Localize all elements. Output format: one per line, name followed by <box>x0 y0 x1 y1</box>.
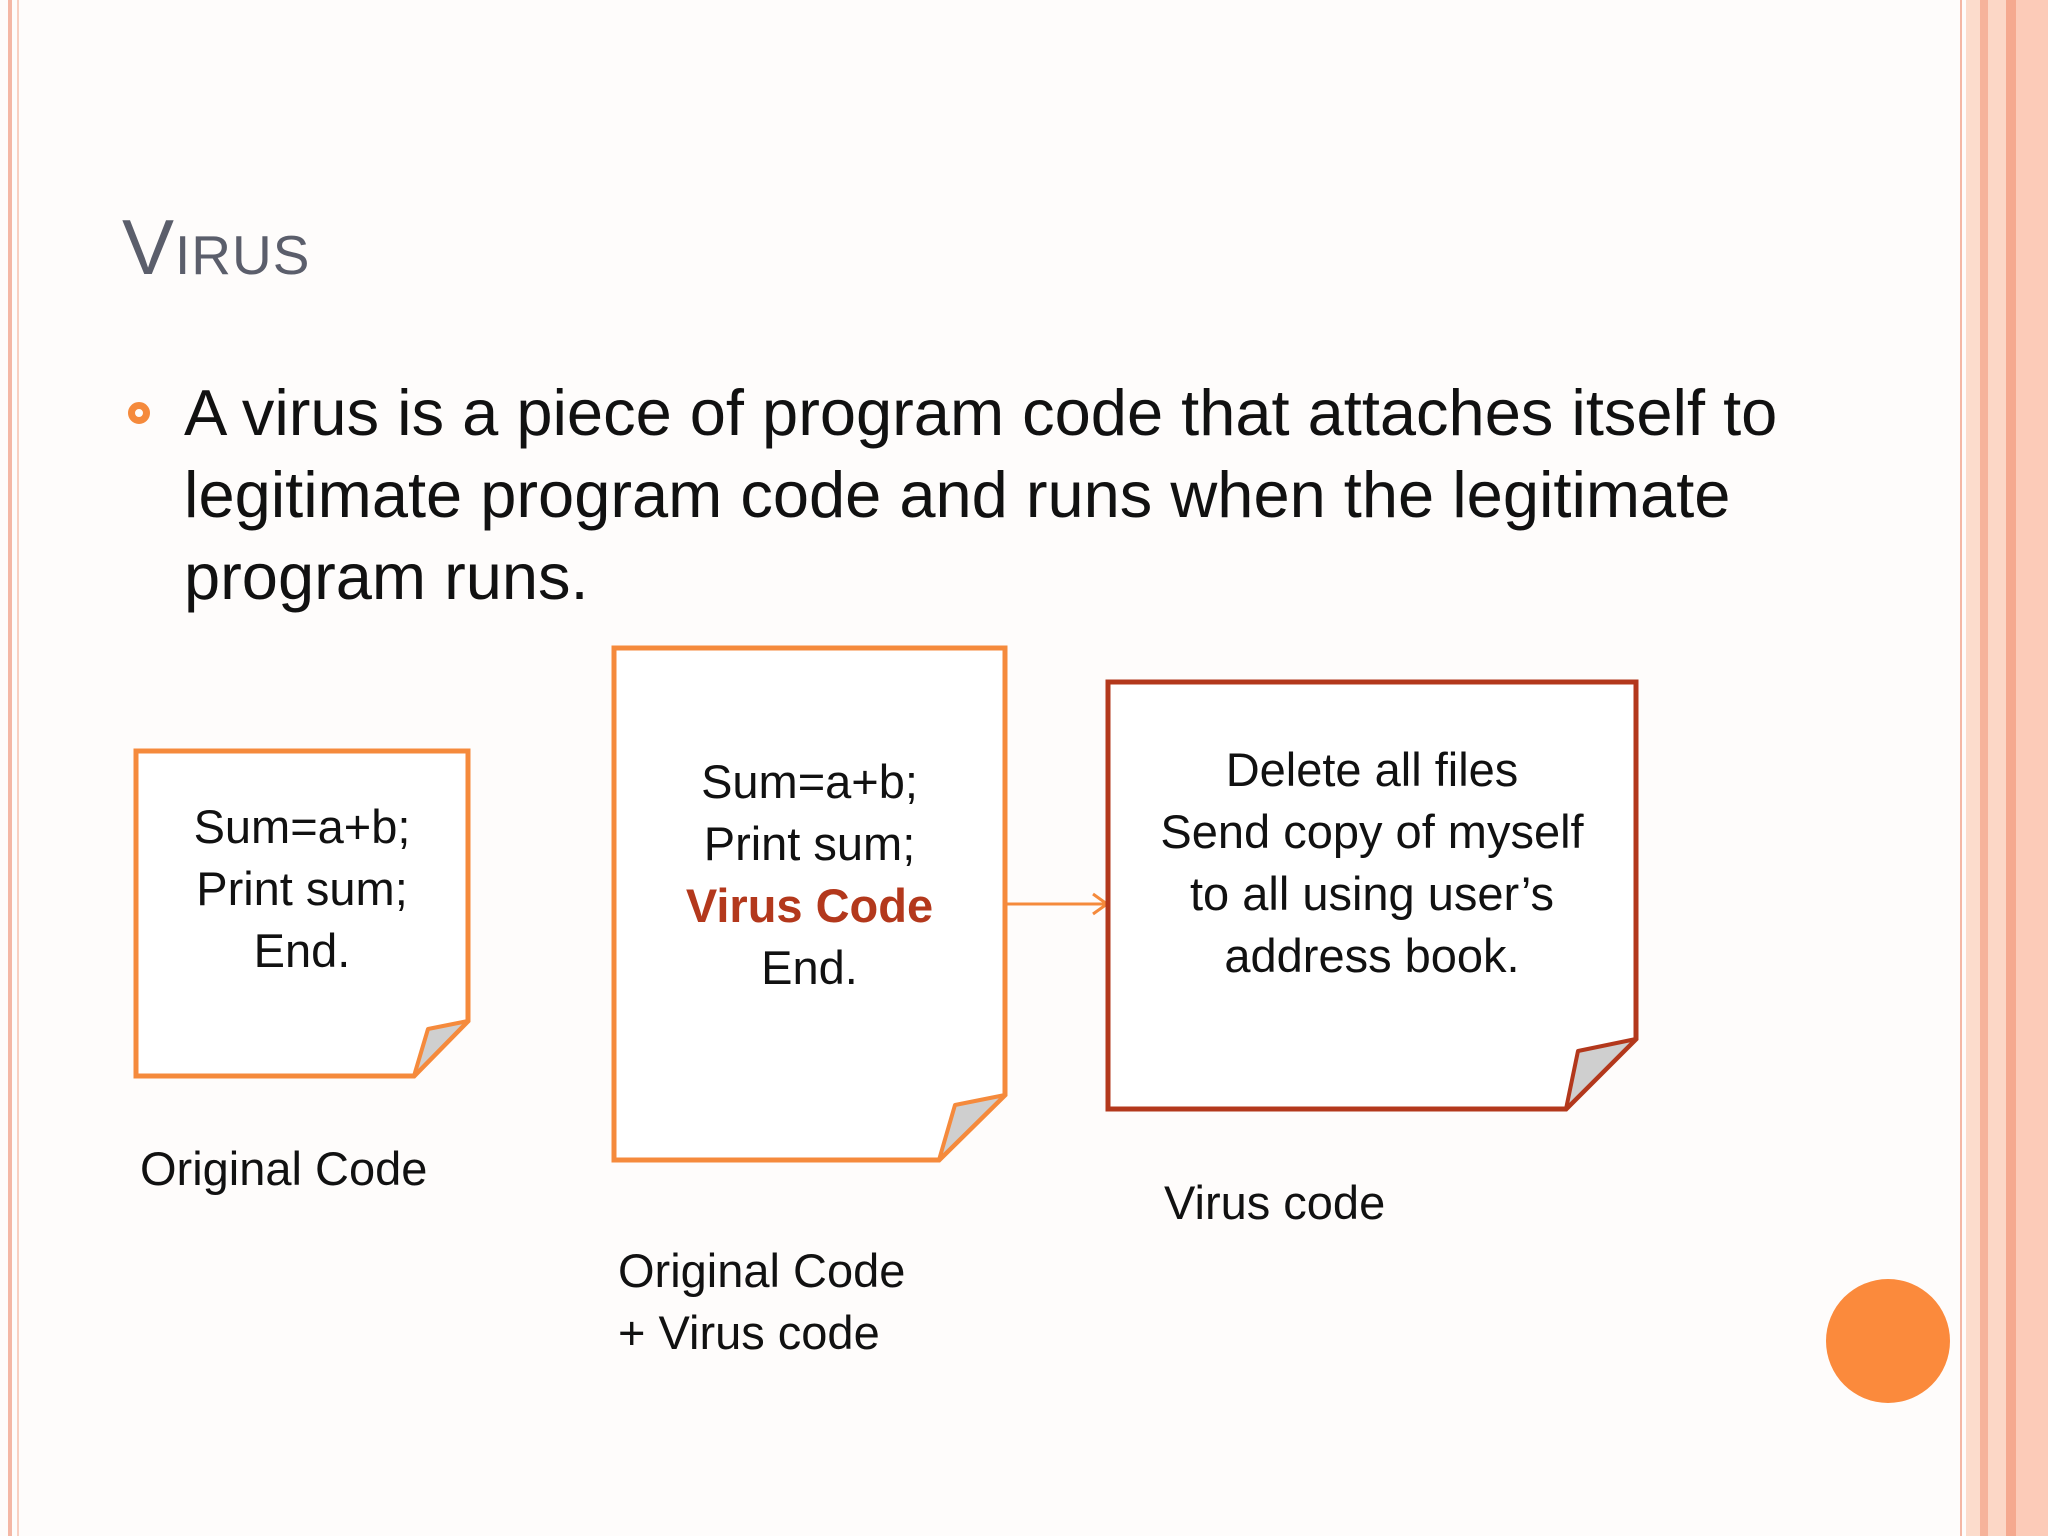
virus-payload-document <box>1105 679 1639 1112</box>
virus-code-caption: Virus code <box>1164 1176 1386 1229</box>
left-border-stripe <box>8 0 12 1536</box>
payload-line-4: address book. <box>1224 929 1520 982</box>
left-border-stripe-inner <box>17 0 19 1536</box>
right-border-stripe-thin <box>1960 0 1962 1536</box>
infection-arrow <box>1005 892 1110 916</box>
infected-code-text: Sum=a+b; Print sum; Virus Code End. <box>614 751 1005 999</box>
right-border-stripe-dark <box>2006 0 2016 1536</box>
infected-line-virus: Virus Code <box>685 879 934 932</box>
virus-payload-text: Delete all files Send copy of myself to … <box>1108 739 1636 987</box>
infected-line-1: Sum=a+b; <box>701 755 918 808</box>
infected-caption-line-2: + Virus code <box>618 1306 880 1359</box>
original-code-document <box>133 748 471 1079</box>
right-border-stripe-mid <box>1980 0 1988 1536</box>
original-code-text: Sum=a+b; Print sum; End. <box>136 796 468 982</box>
orange-circle-icon <box>1826 1279 1950 1403</box>
original-line-3: End. <box>253 924 351 977</box>
infected-code-caption: Original Code + Virus code <box>618 1240 905 1364</box>
original-code-caption: Original Code <box>140 1142 428 1195</box>
right-border-stripe-light <box>1966 0 1980 1536</box>
right-border-stripe-pale <box>1988 0 2006 1536</box>
infected-line-2: Print sum; <box>703 817 916 870</box>
payload-line-2: Send copy of myself <box>1160 805 1584 858</box>
infected-line-4: End. <box>761 941 858 994</box>
infected-code-document <box>611 645 1008 1163</box>
original-line-2: Print sum; <box>196 862 408 915</box>
bullet-text: A virus is a piece of program code that … <box>184 376 1778 613</box>
right-border-stripe-edge <box>2016 0 2048 1536</box>
original-line-1: Sum=a+b; <box>193 800 411 853</box>
payload-line-1: Delete all files <box>1225 743 1519 796</box>
slide-title: Virus <box>122 203 311 291</box>
infected-caption-line-1: Original Code <box>618 1244 906 1297</box>
payload-line-3: to all using user’s <box>1189 867 1555 920</box>
bullet-circle-icon <box>128 402 150 424</box>
